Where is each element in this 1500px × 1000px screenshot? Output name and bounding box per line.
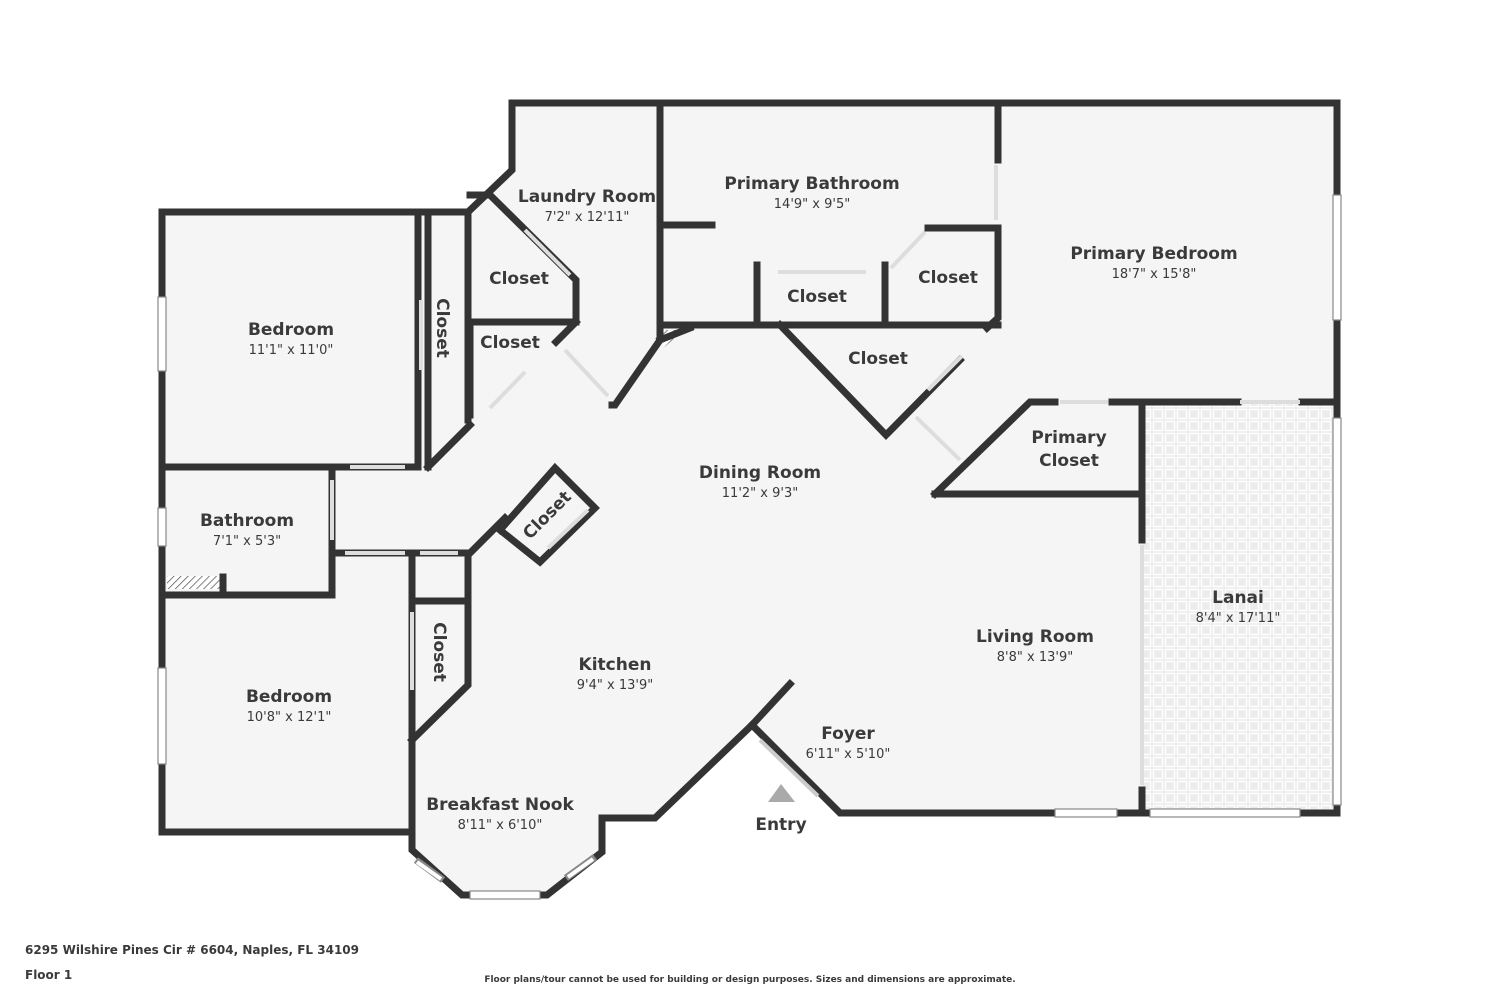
- room-name: Laundry Room: [518, 187, 656, 207]
- room-dims: 6'11" x 5'10": [806, 747, 891, 762]
- closet-label: Closet: [848, 349, 908, 369]
- room-dims: 9'4" x 13'9": [577, 678, 653, 693]
- room-name: Closet: [1039, 451, 1099, 471]
- windows: [157, 194, 1342, 900]
- room-name: Primary: [1031, 428, 1106, 448]
- closet-label: Closet: [429, 622, 449, 682]
- room-dims: 7'2" x 12'11": [545, 210, 630, 225]
- room-name: Primary Bedroom: [1070, 244, 1237, 264]
- entry-label: Entry: [755, 815, 806, 835]
- disclaimer-text: Floor plans/tour cannot be used for buil…: [484, 975, 1016, 985]
- room-name: Foyer: [821, 724, 875, 744]
- room-name: Bedroom: [246, 687, 332, 707]
- room-name: Primary Bathroom: [724, 174, 899, 194]
- room-name: Bedroom: [248, 320, 334, 340]
- room-name: Bathroom: [200, 511, 294, 531]
- room-dims: 10'8" x 12'1": [247, 710, 332, 725]
- room-name: Lanai: [1212, 588, 1264, 608]
- openings: [330, 165, 1300, 798]
- room-name: Kitchen: [579, 655, 652, 675]
- room-dims: 7'1" x 5'3": [213, 534, 281, 549]
- room-dims: 11'1" x 11'0": [249, 343, 334, 358]
- closet-label: Closet: [480, 333, 540, 353]
- room-dims: 14'9" x 9'5": [774, 197, 850, 212]
- room-name: Living Room: [976, 627, 1094, 647]
- room-dims: 8'4" x 17'11": [1196, 611, 1281, 626]
- hatch-mark: [167, 576, 223, 589]
- floor-label: Floor 1: [25, 968, 73, 982]
- walls: [158, 99, 1341, 899]
- room-dims: 11'2" x 9'3": [722, 486, 798, 501]
- address-text: 6295 Wilshire Pines Cir # 6604, Naples, …: [25, 943, 359, 957]
- room-name: Breakfast Nook: [426, 795, 574, 815]
- lanai-floor: [1142, 404, 1337, 813]
- room-dims: 8'8" x 13'9": [997, 650, 1073, 665]
- closet-label: Closet: [918, 268, 978, 288]
- closet-label: Closet: [432, 298, 452, 358]
- room-name: Dining Room: [699, 463, 821, 483]
- closet-label: Closet: [489, 269, 549, 289]
- closet-label: Closet: [787, 287, 847, 307]
- room-dims: 8'11" x 6'10": [458, 818, 543, 833]
- room-dims: 18'7" x 15'8": [1112, 267, 1197, 282]
- entry-arrow-icon: [768, 784, 795, 802]
